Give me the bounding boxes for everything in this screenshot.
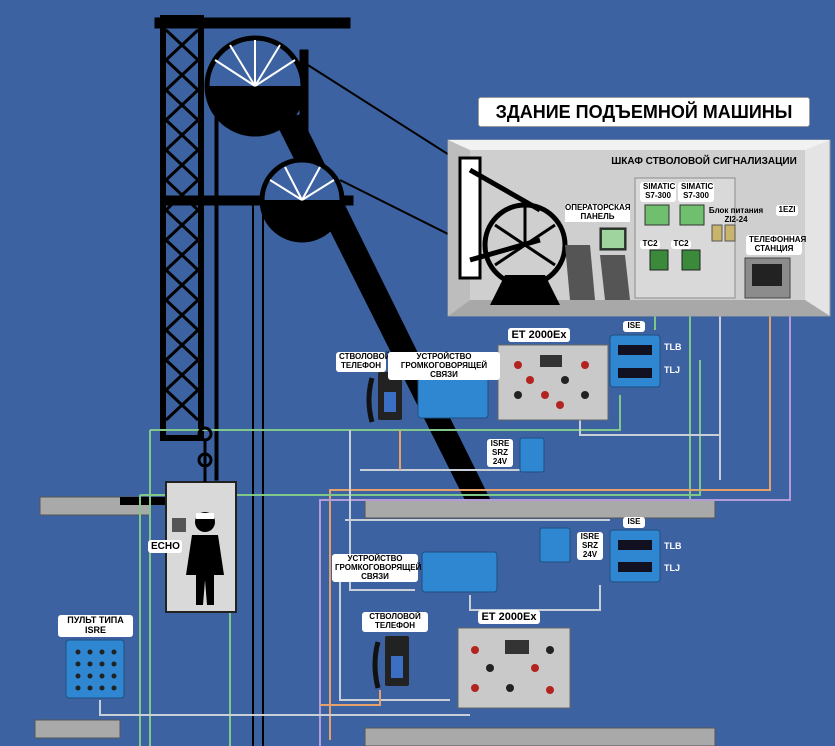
ise-upper-label: ISE xyxy=(623,321,645,332)
machine-building xyxy=(447,139,831,317)
isre-srz-lower-label: ISRE SRZ 24V xyxy=(577,532,603,561)
echo-label: ECHO xyxy=(148,540,182,553)
loudspeaker-lower-label: УСТРОЙСТВО ГРОМКОГОВОРЯЩЕЙ СВЯЗИ xyxy=(332,554,421,583)
ise-lower-label: ISE xyxy=(623,517,645,528)
shaft-phone-lower xyxy=(372,636,409,689)
plc-label-1: SIMATIC S7-300 xyxy=(640,182,676,202)
loudspeaker-upper xyxy=(417,377,489,419)
et2000-lower-label: ET 2000Ex xyxy=(478,610,540,625)
tc-label-2: TC2 xyxy=(671,239,691,249)
tlj-lower-label: TLJ xyxy=(664,563,681,573)
isre-console xyxy=(65,639,125,699)
tlb-lower-label: TLB xyxy=(664,541,682,551)
et2000-upper xyxy=(497,344,609,421)
building-title: ЗДАНИЕ ПОДЪЕМНОЙ МАШИНЫ xyxy=(478,97,810,127)
ise-box-lower xyxy=(609,529,661,583)
shaft-phone-lower-label: СТВОЛОВОЙ ТЕЛЕФОН xyxy=(362,612,428,632)
plc-label-2: SIMATIC S7-300 xyxy=(678,182,714,202)
power-supply-label: Блок питания ZI2-24 xyxy=(708,206,764,224)
tlb-upper-label: TLB xyxy=(664,342,682,352)
sheave-lower xyxy=(259,157,345,243)
cage xyxy=(165,426,237,613)
shaft-levels xyxy=(34,496,716,746)
phone-station-label: ТЕЛЕФОННАЯ СТАНЦИЯ xyxy=(746,235,806,255)
signal-wires xyxy=(99,230,791,746)
shaft-phone-upper xyxy=(366,372,402,423)
shaft-phone-upper-label: СТВОЛОВОЙ ТЕЛЕФОН xyxy=(336,352,390,372)
ezi-label: 1EZI xyxy=(776,205,798,216)
loudspeaker-upper-label: УСТРОЙСТВО ГРОМКОГОВОРЯЩЕЙ СВЯЗИ xyxy=(388,352,500,381)
et2000-lower xyxy=(457,627,571,709)
operator-panel-label: ОПЕРАТОРСКАЯ ПАНЕЛЬ xyxy=(565,203,631,222)
isre-srz-lower xyxy=(539,527,571,563)
loudspeaker-lower xyxy=(421,551,498,593)
cabinet-title: ШКАФ СТВОЛОВОЙ СИГНАЛИЗАЦИИ xyxy=(611,156,797,167)
sheave-upper xyxy=(204,35,306,137)
tlj-upper-label: TLJ xyxy=(664,365,681,375)
ise-box-upper xyxy=(609,334,661,388)
isre-srz-upper-label: ISRE SRZ 24V xyxy=(487,439,513,468)
et2000-upper-label: ET 2000Ex xyxy=(508,328,570,343)
isre-srz-upper xyxy=(519,437,545,473)
tc-label-1: TC2 xyxy=(640,239,660,249)
console-label: ПУЛЬТ ТИПА ISRE xyxy=(58,615,133,637)
